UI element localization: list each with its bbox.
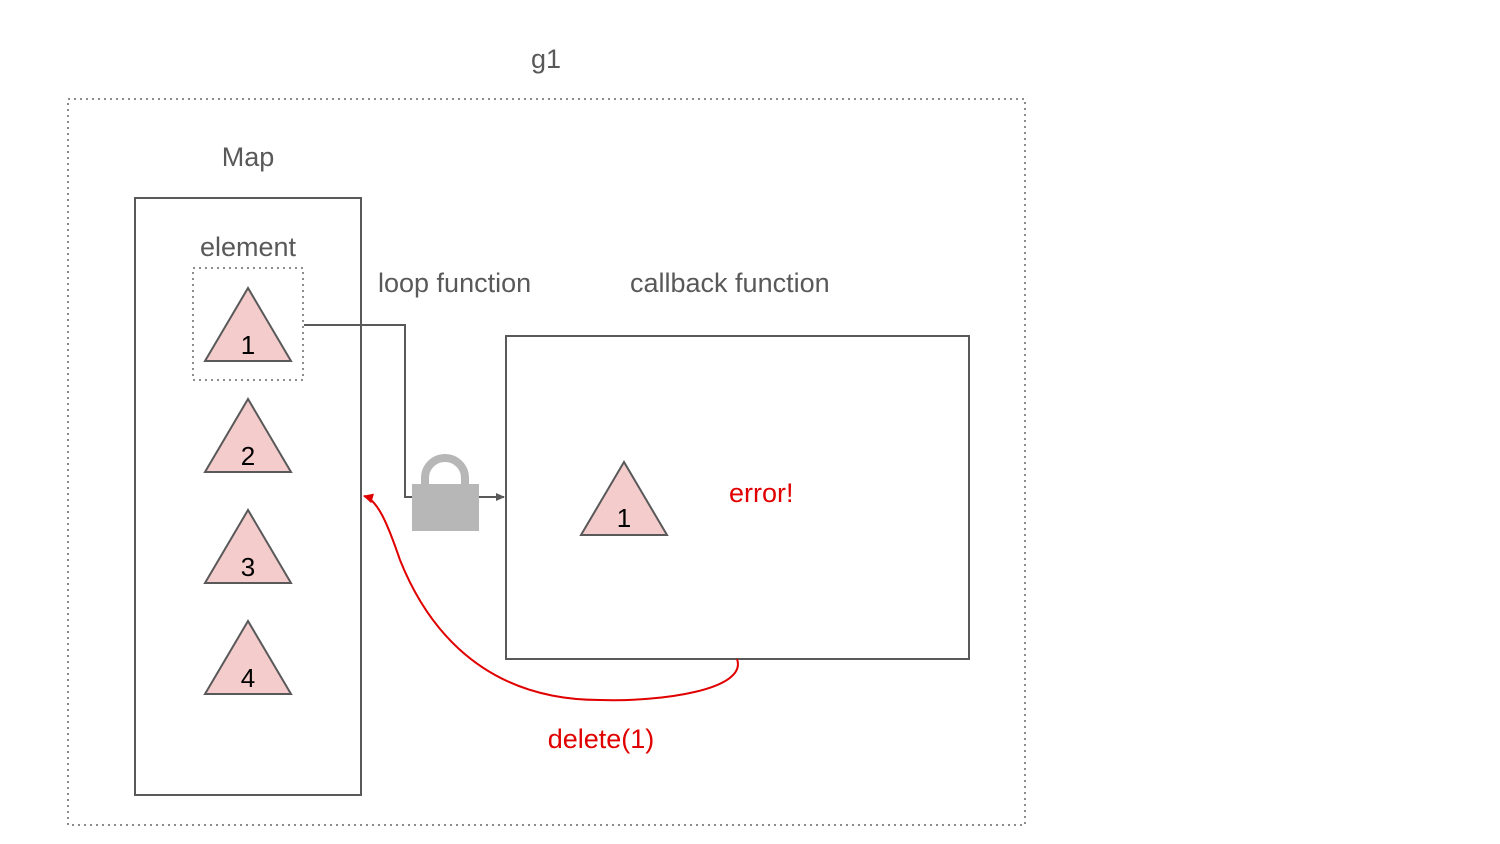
error-text: error! — [729, 478, 794, 508]
map-item: 3 — [203, 508, 293, 584]
triangle-shape — [203, 619, 293, 695]
element-selection-box — [192, 267, 304, 381]
triangle-shape — [579, 460, 669, 536]
callback-function-label: callback function — [630, 268, 830, 298]
map-label: Map — [222, 142, 275, 172]
lock-icon — [412, 454, 479, 531]
map-item-label: 2 — [241, 441, 255, 471]
group-g1-label: g1 — [531, 44, 561, 74]
map-item-label: 3 — [241, 552, 255, 582]
triangle-shape — [203, 508, 293, 584]
triangle-shape — [203, 397, 293, 473]
delete-label: delete(1) — [548, 724, 655, 754]
callback-item-label: 1 — [617, 503, 631, 533]
callback-item: 1 — [579, 460, 669, 536]
map-item: 1 — [203, 286, 293, 362]
map-item: 4 — [203, 619, 293, 695]
map-box — [134, 197, 362, 796]
loop-function-label: loop function — [378, 268, 531, 298]
map-item: 2 — [203, 397, 293, 473]
loop-connector-arrow — [304, 324, 505, 501]
map-item-label: 4 — [241, 663, 255, 693]
triangle-shape — [203, 286, 293, 362]
group-g1-box — [67, 98, 1026, 826]
delete-arrow — [363, 493, 739, 702]
element-label: element — [200, 232, 297, 262]
map-item-label: 1 — [241, 330, 255, 360]
